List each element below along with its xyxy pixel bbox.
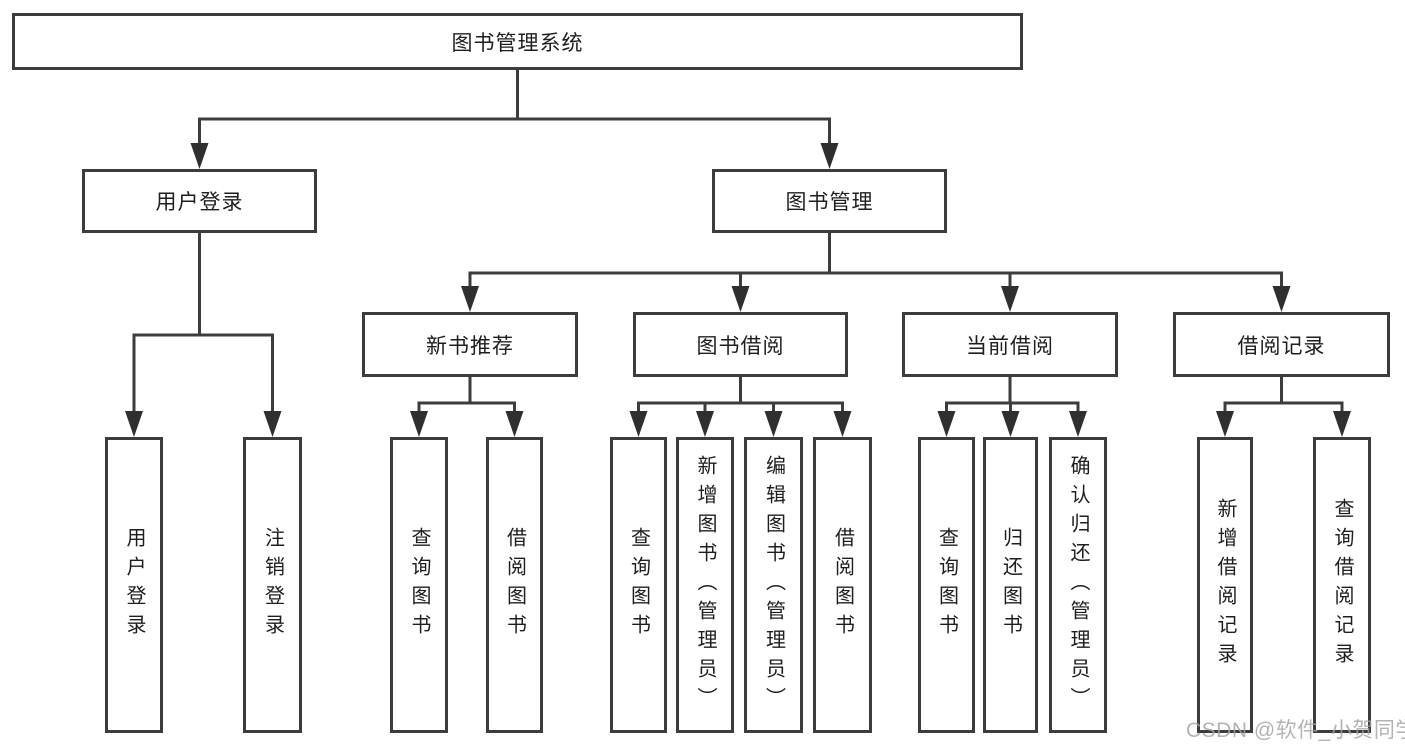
- node-borrow-add-books: 新增图书（管理员）: [676, 437, 734, 733]
- arrow-down-icon: [1001, 286, 1019, 312]
- node-current-query-books: 查询图书: [918, 437, 975, 733]
- node-borrow-edit-books: 编辑图书（管理员）: [744, 437, 803, 733]
- branch-root-connector: [198, 70, 831, 147]
- arrow-down-icon: [833, 411, 852, 437]
- branch-book-borrow-connector: [637, 377, 844, 415]
- node-user-login: 用户登录: [82, 169, 317, 233]
- arrow-down-icon: [1333, 411, 1351, 437]
- arrow-down-icon: [1069, 411, 1087, 437]
- arrow-down-icon: [937, 411, 956, 437]
- arrow-down-icon: [731, 286, 750, 312]
- node-borrow-query-books: 查询图书: [610, 437, 667, 733]
- arrow-down-icon: [263, 411, 282, 437]
- arrow-down-icon: [410, 411, 428, 437]
- node-book-borrow: 图书借阅: [633, 312, 848, 377]
- arrow-down-icon: [1216, 411, 1234, 437]
- node-recommend-query-books: 查询图书: [390, 437, 448, 733]
- node-current-confirm-return: 确认归还（管理员）: [1049, 437, 1107, 733]
- node-borrow-records: 借阅记录: [1173, 312, 1390, 377]
- arrowheads: [125, 143, 1351, 437]
- branch-book-management-connector: [468, 233, 1283, 290]
- arrow-down-icon: [1272, 286, 1291, 312]
- connector-line: [417, 401, 516, 415]
- node-logout-leaf: 注销登录: [243, 437, 302, 733]
- arrow-down-icon: [1001, 411, 1020, 437]
- branch-new-book-recommend-connector: [417, 377, 516, 415]
- node-records-add-record: 新增借阅记录: [1197, 437, 1253, 733]
- node-current-return-books: 归还图书: [983, 437, 1038, 733]
- arrow-down-icon: [505, 411, 524, 437]
- connector-line: [198, 117, 831, 147]
- node-book-management: 图书管理: [712, 169, 947, 233]
- branch-user-login-connector: [132, 233, 274, 415]
- connector-line: [468, 271, 1283, 290]
- arrow-down-icon: [696, 411, 714, 437]
- connector-line: [1223, 401, 1344, 415]
- connector-line: [132, 333, 274, 415]
- node-current-borrow: 当前借阅: [902, 312, 1118, 377]
- connector-line: [945, 401, 1080, 415]
- branch-borrow-records-connector: [1223, 377, 1344, 415]
- csdn-watermark: CSDN @软件_小贺同学: [1186, 719, 1405, 742]
- arrow-down-icon: [764, 411, 783, 437]
- arrow-down-icon: [190, 143, 209, 169]
- arrow-down-icon: [820, 143, 839, 169]
- branch-current-borrow-connector: [945, 377, 1080, 415]
- node-user-login-leaf: 用户登录: [105, 437, 163, 733]
- arrow-down-icon: [461, 286, 479, 312]
- arrow-down-icon: [629, 411, 648, 437]
- node-recommend-borrow-books: 借阅图书: [486, 437, 543, 733]
- connector-line: [637, 401, 844, 415]
- node-records-query-record: 查询借阅记录: [1313, 437, 1371, 733]
- arrow-down-icon: [125, 411, 143, 437]
- node-root: 图书管理系统: [12, 13, 1023, 70]
- node-new-book-recommend: 新书推荐: [362, 312, 578, 377]
- node-borrow-borrow-books: 借阅图书: [813, 437, 872, 733]
